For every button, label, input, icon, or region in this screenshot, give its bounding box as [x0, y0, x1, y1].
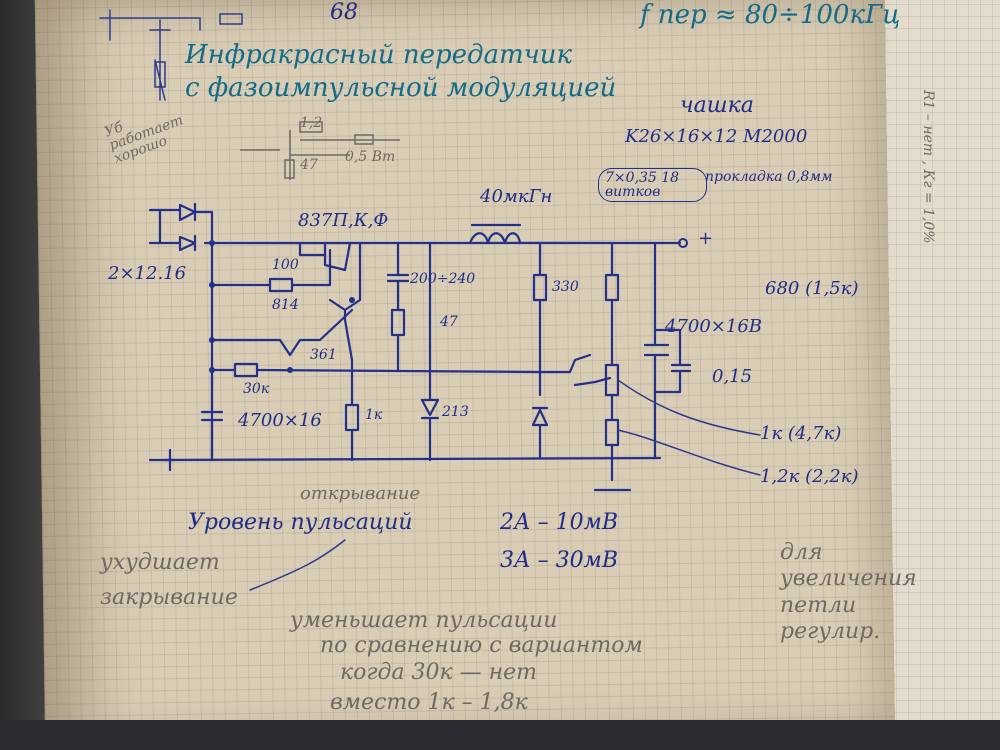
inductor-label: 40мкГн — [480, 186, 553, 207]
cap-4700x16b-label: 4700×16В — [665, 316, 763, 337]
page-number: 68 — [330, 0, 358, 25]
res-330-label: 330 — [552, 279, 579, 295]
transistor-814 — [328, 241, 362, 362]
top-fragment — [99, 9, 243, 101]
bottom-rail — [163, 456, 662, 462]
ripple-3a: 3А – 30мВ — [500, 548, 619, 573]
title-line-2: с фазоимпульсной модуляцией — [185, 73, 617, 103]
title-line-1: Инфракрасный передатчик — [185, 40, 573, 70]
gasket-note: прокладка 0,8мм — [705, 169, 833, 185]
res-1-2k-label: 1,2к (2,2к) — [760, 466, 859, 487]
ferrite-spec: K26×16×12 M2000 — [625, 126, 808, 147]
reduce-line-3: когда 30к — нет — [340, 660, 538, 685]
reduce-line-1: уменьшает пульсации — [290, 608, 558, 633]
ripple-2a: 2А – 10мВ — [500, 510, 619, 535]
frequency-note: f пер ≈ 80÷100кГц — [640, 0, 901, 30]
cap-4700x16-label: 4700×16 — [238, 410, 322, 431]
res-680-label: 680 (1,5к) — [765, 278, 859, 299]
tr-361-label: 361 — [310, 347, 337, 363]
worsens-note: ухудшает закрывание — [100, 550, 238, 611]
transistor-837-label: 837П,К,Ф — [298, 210, 389, 231]
right-page-note: R1 – нет , Кг = 1,0% — [920, 90, 936, 244]
tr-814-label: 814 — [272, 297, 299, 313]
cap-015-label: 0,15 — [712, 366, 753, 387]
reduce-line-2: по сравнению с вариантом — [320, 633, 643, 658]
cap-200-label: 200÷240 — [410, 271, 476, 287]
zener-label: 213 — [442, 404, 469, 420]
transistor-361 — [210, 308, 354, 357]
res-30k-label: 30к — [243, 381, 270, 397]
res-1k-alt-label: 1к (4,7к) — [760, 423, 842, 444]
small-1-2: 1,2 — [300, 115, 323, 131]
opening-note: открывание — [300, 483, 421, 504]
res-47-label: 47 — [440, 314, 458, 330]
small-sketch — [240, 121, 400, 180]
input-lines — [148, 208, 182, 245]
res-1k-label: 1к — [365, 407, 383, 423]
reduce-line-4: вместо 1к – 1,8к — [330, 690, 528, 715]
diode-1 — [178, 202, 214, 245]
right-note: для увеличения петли регулир. — [780, 540, 917, 645]
diode-label: 2×12.16 — [108, 263, 187, 284]
diode-2 — [178, 234, 197, 252]
ferrite-label: чашка — [680, 93, 754, 118]
small-power: 0,5 Вт — [345, 149, 396, 165]
bottom-edge — [0, 720, 1000, 750]
ripple-heading: Уровень пульсаций — [188, 510, 413, 535]
inductor — [468, 232, 522, 245]
small-res-47: 47 — [300, 157, 318, 173]
res-100-label: 100 — [272, 257, 299, 273]
plus-terminal: + — [698, 228, 714, 249]
winding-label: 7×0,35 18 витков — [598, 168, 707, 202]
transistor-837 — [298, 241, 352, 272]
